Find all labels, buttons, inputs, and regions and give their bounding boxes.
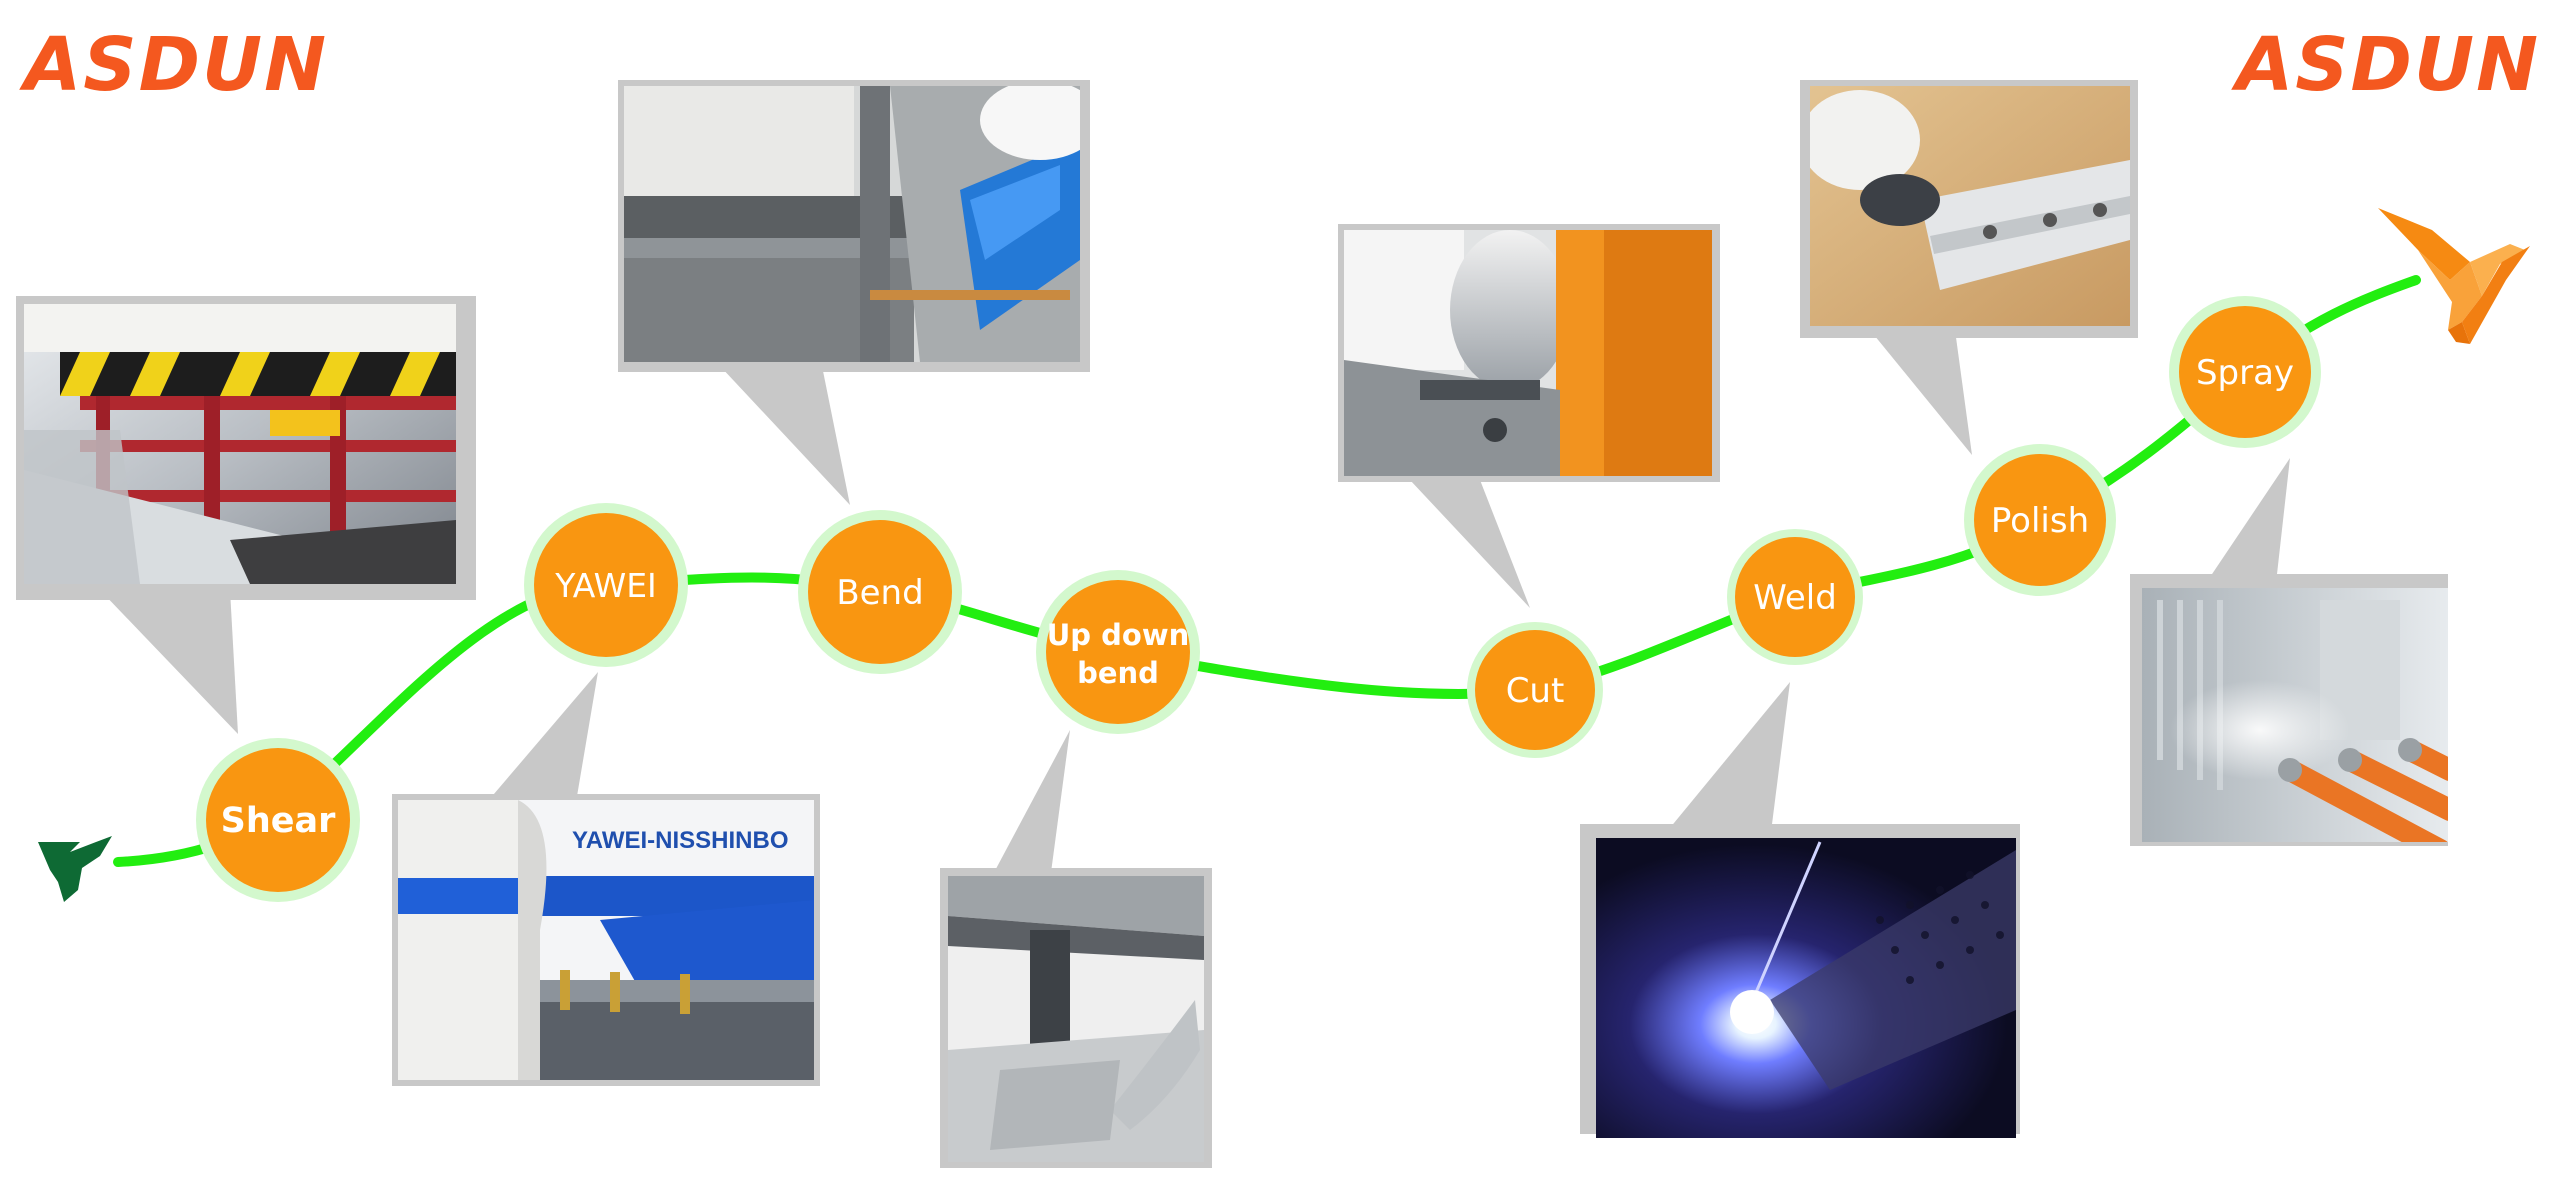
bird-end-icon (2378, 208, 2530, 344)
photo-yawei: YAWEI-NISSHINBO (392, 794, 820, 1086)
brand-logo-left: ASDUN (24, 22, 329, 108)
callout-pointer-shear (100, 590, 238, 734)
step-node-shear: Shear (196, 738, 360, 902)
photo-bend (618, 80, 1090, 372)
process-flow-path (113, 275, 2421, 867)
callout-pointer-yawei (482, 672, 598, 808)
callout-pointer-polish (1870, 330, 1972, 455)
photo-polish (1800, 80, 2138, 338)
photo-spray (2130, 574, 2448, 846)
step-node-cut: Cut (1467, 622, 1603, 758)
step-label-cut: Cut (1506, 671, 1565, 711)
step-label-updown-line1: Up down (1047, 618, 1190, 652)
step-label-polish: Polish (1991, 501, 2089, 541)
step-node-polish: Polish (1964, 444, 2116, 596)
callout-pointer-spray (2200, 458, 2290, 592)
step-node-updown: Up down bend (1036, 570, 1200, 734)
photo-updown (940, 868, 1212, 1168)
step-label-bend: Bend (836, 573, 923, 613)
callout-pointer-bend (720, 366, 850, 505)
step-node-bend: Bend (798, 510, 962, 674)
step-label-weld: Weld (1753, 578, 1837, 618)
callout-pointer-updown (990, 730, 1070, 880)
step-node-weld: Weld (1727, 529, 1863, 665)
step-label-yawei: YAWEI (554, 566, 657, 605)
step-node-yawei: YAWEI (524, 503, 688, 667)
photo-cut (1338, 224, 1720, 482)
photo-weld (1580, 824, 2020, 1138)
photo-shear (16, 296, 476, 600)
step-node-spray: Spray (2169, 296, 2321, 448)
step-label-updown-line2: bend (1077, 656, 1159, 690)
step-label-spray: Spray (2196, 353, 2294, 393)
callout-pointer-weld (1660, 682, 1790, 840)
bird-start-icon (38, 836, 112, 902)
yawei-machine-brand: YAWEI-NISSHINBO (572, 827, 788, 854)
step-label-shear: Shear (221, 801, 336, 841)
callout-pointer-cut (1410, 480, 1530, 608)
brand-logo-right: ASDUN (2235, 22, 2540, 108)
